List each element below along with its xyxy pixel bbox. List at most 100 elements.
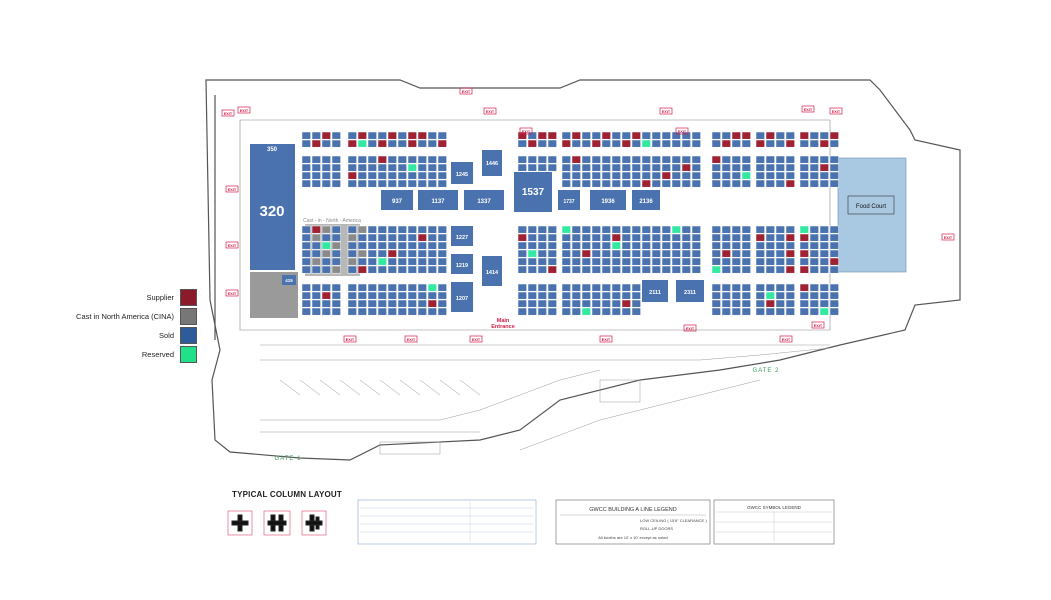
booth-small[interactable] xyxy=(301,225,311,234)
booth-small[interactable] xyxy=(571,241,581,250)
booth-small[interactable] xyxy=(311,131,321,140)
booth-small[interactable] xyxy=(547,307,557,316)
booth-937[interactable] xyxy=(381,190,413,210)
booth-small[interactable] xyxy=(711,225,721,234)
booth-small[interactable] xyxy=(517,257,527,266)
booth-small[interactable] xyxy=(641,265,651,274)
booth-small[interactable] xyxy=(311,233,321,242)
booth-small[interactable] xyxy=(387,171,397,180)
booth-small[interactable] xyxy=(301,131,311,140)
booth-small[interactable] xyxy=(721,171,731,180)
booth-small[interactable] xyxy=(427,265,437,274)
booth-small[interactable] xyxy=(829,249,839,258)
booth-small[interactable] xyxy=(357,163,367,172)
booth-small[interactable] xyxy=(601,265,611,274)
booth-small[interactable] xyxy=(721,307,731,316)
booth-small[interactable] xyxy=(711,233,721,242)
booth-1245[interactable] xyxy=(451,162,473,184)
booth-1936[interactable] xyxy=(590,190,626,210)
booth-small[interactable] xyxy=(367,257,377,266)
booth-small[interactable] xyxy=(661,233,671,242)
booth-small[interactable] xyxy=(387,233,397,242)
booth-small[interactable] xyxy=(819,225,829,234)
booth-small[interactable] xyxy=(681,241,691,250)
booth-small[interactable] xyxy=(437,225,447,234)
booth-small[interactable] xyxy=(691,225,701,234)
booth-small[interactable] xyxy=(755,163,765,172)
booth-small[interactable] xyxy=(671,155,681,164)
booth-small[interactable] xyxy=(799,299,809,308)
booth-small[interactable] xyxy=(581,131,591,140)
booth-small[interactable] xyxy=(437,265,447,274)
booth-small[interactable] xyxy=(671,163,681,172)
booth-small[interactable] xyxy=(571,225,581,234)
booth-small[interactable] xyxy=(331,233,341,242)
booth-small[interactable] xyxy=(527,225,537,234)
booth-small[interactable] xyxy=(561,249,571,258)
booth-small[interactable] xyxy=(537,307,547,316)
booth-small[interactable] xyxy=(357,179,367,188)
booth-small[interactable] xyxy=(601,131,611,140)
booth-small[interactable] xyxy=(517,155,527,164)
booth-small[interactable] xyxy=(397,249,407,258)
booth-small[interactable] xyxy=(347,291,357,300)
booth-small[interactable] xyxy=(741,241,751,250)
booth-small[interactable] xyxy=(829,155,839,164)
booth-small[interactable] xyxy=(631,233,641,242)
booth-small[interactable] xyxy=(721,283,731,292)
booth-small[interactable] xyxy=(581,179,591,188)
booth-small[interactable] xyxy=(721,291,731,300)
booth-small[interactable] xyxy=(321,171,331,180)
booth-small[interactable] xyxy=(601,283,611,292)
booth-small[interactable] xyxy=(785,299,795,308)
booth-small[interactable] xyxy=(661,179,671,188)
booth-small[interactable] xyxy=(819,265,829,274)
booth-small[interactable] xyxy=(397,241,407,250)
booth-small[interactable] xyxy=(671,241,681,250)
booth-small[interactable] xyxy=(819,171,829,180)
booth-small[interactable] xyxy=(581,155,591,164)
booth-small[interactable] xyxy=(799,265,809,274)
booth-small[interactable] xyxy=(731,265,741,274)
booth-small[interactable] xyxy=(785,163,795,172)
booth-small[interactable] xyxy=(517,163,527,172)
booth-small[interactable] xyxy=(347,163,357,172)
booth-small[interactable] xyxy=(581,225,591,234)
booth-small[interactable] xyxy=(437,249,447,258)
booth-small[interactable] xyxy=(731,291,741,300)
booth-small[interactable] xyxy=(681,131,691,140)
booth-small[interactable] xyxy=(347,139,357,148)
booth-small[interactable] xyxy=(621,163,631,172)
booth-small[interactable] xyxy=(427,283,437,292)
booth-small[interactable] xyxy=(671,171,681,180)
booth-small[interactable] xyxy=(331,241,341,250)
booth-small[interactable] xyxy=(601,307,611,316)
booth-small[interactable] xyxy=(581,283,591,292)
booth-small[interactable] xyxy=(631,265,641,274)
booth-small[interactable] xyxy=(809,257,819,266)
booth-small[interactable] xyxy=(809,179,819,188)
booth-small[interactable] xyxy=(809,299,819,308)
booth-small[interactable] xyxy=(661,225,671,234)
booth-small[interactable] xyxy=(731,225,741,234)
booth-small[interactable] xyxy=(377,291,387,300)
booth-small[interactable] xyxy=(427,225,437,234)
booth-small[interactable] xyxy=(367,171,377,180)
booth-small[interactable] xyxy=(321,257,331,266)
booth-small[interactable] xyxy=(321,225,331,234)
booth-small[interactable] xyxy=(397,131,407,140)
booth-small[interactable] xyxy=(417,241,427,250)
booth-small[interactable] xyxy=(517,307,527,316)
booth-1737[interactable] xyxy=(558,190,580,210)
booth-small[interactable] xyxy=(321,299,331,308)
booth-small[interactable] xyxy=(561,265,571,274)
booth-small[interactable] xyxy=(517,139,527,148)
booth-small[interactable] xyxy=(711,265,721,274)
booth-small[interactable] xyxy=(417,171,427,180)
booth-small[interactable] xyxy=(377,265,387,274)
booth-small[interactable] xyxy=(537,155,547,164)
booth-small[interactable] xyxy=(331,225,341,234)
booth-small[interactable] xyxy=(311,139,321,148)
booth-small[interactable] xyxy=(809,265,819,274)
booth-small[interactable] xyxy=(691,249,701,258)
